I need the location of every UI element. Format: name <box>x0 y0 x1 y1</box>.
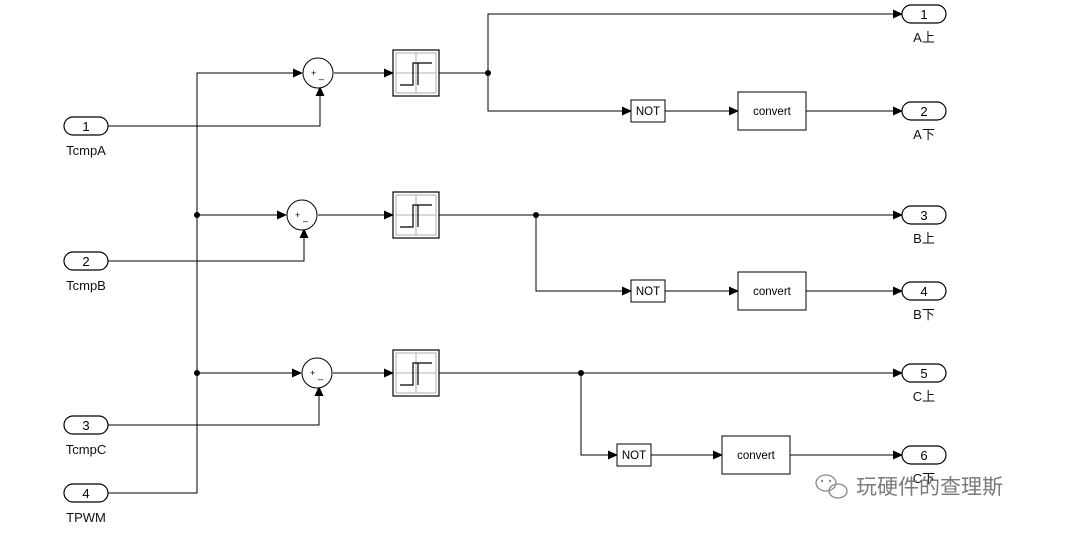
outport-label: B下 <box>913 307 935 322</box>
outport-6[interactable]: 6 C下 <box>901 445 947 486</box>
inport-label: TcmpC <box>66 442 106 457</box>
junction-dot <box>485 70 491 76</box>
hysteresis-icon <box>400 204 432 228</box>
convert-block-c[interactable]: convert <box>721 435 791 475</box>
inport-number: 2 <box>82 254 89 269</box>
outport-number: 1 <box>920 7 927 22</box>
outport-label: C上 <box>913 389 935 404</box>
not-block-a[interactable]: NOT <box>630 99 666 123</box>
inport-number: 4 <box>82 486 89 501</box>
not-block-c[interactable]: NOT <box>616 443 652 467</box>
convert-label: convert <box>753 106 792 118</box>
sum-block-c[interactable]: + _ <box>301 357 333 389</box>
not-label: NOT <box>636 286 660 298</box>
outport-number: 2 <box>920 104 927 119</box>
junctions <box>194 70 584 376</box>
convert-label: convert <box>753 286 792 298</box>
hysteresis-icon <box>400 62 432 86</box>
junction-dot <box>578 370 584 376</box>
junction-dot <box>194 212 200 218</box>
sum-block-b[interactable]: + _ <box>286 199 318 231</box>
inport-label: TcmpB <box>66 278 106 293</box>
convert-block-b[interactable]: convert <box>737 271 807 311</box>
not-label: NOT <box>622 450 646 462</box>
outport-2[interactable]: 2 A下 <box>901 101 947 142</box>
hysteresis-icon <box>400 362 432 386</box>
wire-C-to-not <box>580 373 618 460</box>
inport-number: 1 <box>82 119 89 134</box>
sum-block-a[interactable]: + _ <box>302 57 334 89</box>
wire-B-to-not <box>535 215 632 296</box>
outport-number: 5 <box>920 366 927 381</box>
wire-A-upper <box>487 9 903 73</box>
junction-dot <box>533 212 539 218</box>
watermark: 玩硬件的查理斯 <box>815 474 1003 499</box>
outport-3[interactable]: 3 B上 <box>901 205 947 246</box>
outport-number: 4 <box>920 284 927 299</box>
wire-tcmpC-to-sumC <box>108 386 324 426</box>
inport-label: TPWM <box>66 510 106 525</box>
junction-dot <box>194 370 200 376</box>
outport-1[interactable]: 1 A上 <box>901 4 947 45</box>
relay-block-c[interactable] <box>392 349 440 397</box>
sum-plus-sign: + <box>310 368 315 378</box>
outport-number: 6 <box>920 448 927 463</box>
sum-plus-sign: + <box>311 68 316 78</box>
inport-label: TcmpA <box>66 143 106 158</box>
outport-4[interactable]: 4 B下 <box>901 281 947 322</box>
outport-label: A下 <box>913 127 935 142</box>
sum-minus-sign: _ <box>317 370 324 380</box>
watermark-text: 玩硬件的查理斯 <box>856 475 1003 499</box>
relay-block-a[interactable] <box>392 49 440 97</box>
wire-A-to-not <box>487 73 632 116</box>
outport-label: C下 <box>913 471 935 486</box>
wire-tcmpB-to-sumB <box>108 228 309 262</box>
outport-number: 3 <box>920 208 927 223</box>
outport-5[interactable]: 5 C上 <box>901 363 947 404</box>
not-label: NOT <box>636 106 660 118</box>
sum-minus-sign: _ <box>302 212 309 222</box>
wire-tpwm-bus <box>108 68 303 494</box>
wires <box>108 9 903 494</box>
relay-block-b[interactable] <box>392 191 440 239</box>
sum-plus-sign: + <box>295 210 300 220</box>
convert-label: convert <box>737 450 776 462</box>
inport-2[interactable]: 2 TcmpB <box>63 251 109 293</box>
inport-3[interactable]: 3 TcmpC <box>63 415 109 457</box>
wechat-icon <box>815 474 848 499</box>
wire-tcmpA-to-sumA <box>108 86 325 127</box>
outport-label: A上 <box>913 30 935 45</box>
inport-4[interactable]: 4 TPWM <box>63 483 109 525</box>
sum-minus-sign: _ <box>318 70 325 80</box>
outport-label: B上 <box>913 231 935 246</box>
convert-block-a[interactable]: convert <box>737 91 807 131</box>
inport-number: 3 <box>82 418 89 433</box>
not-block-b[interactable]: NOT <box>630 279 666 303</box>
inport-1[interactable]: 1 TcmpA <box>63 116 109 158</box>
